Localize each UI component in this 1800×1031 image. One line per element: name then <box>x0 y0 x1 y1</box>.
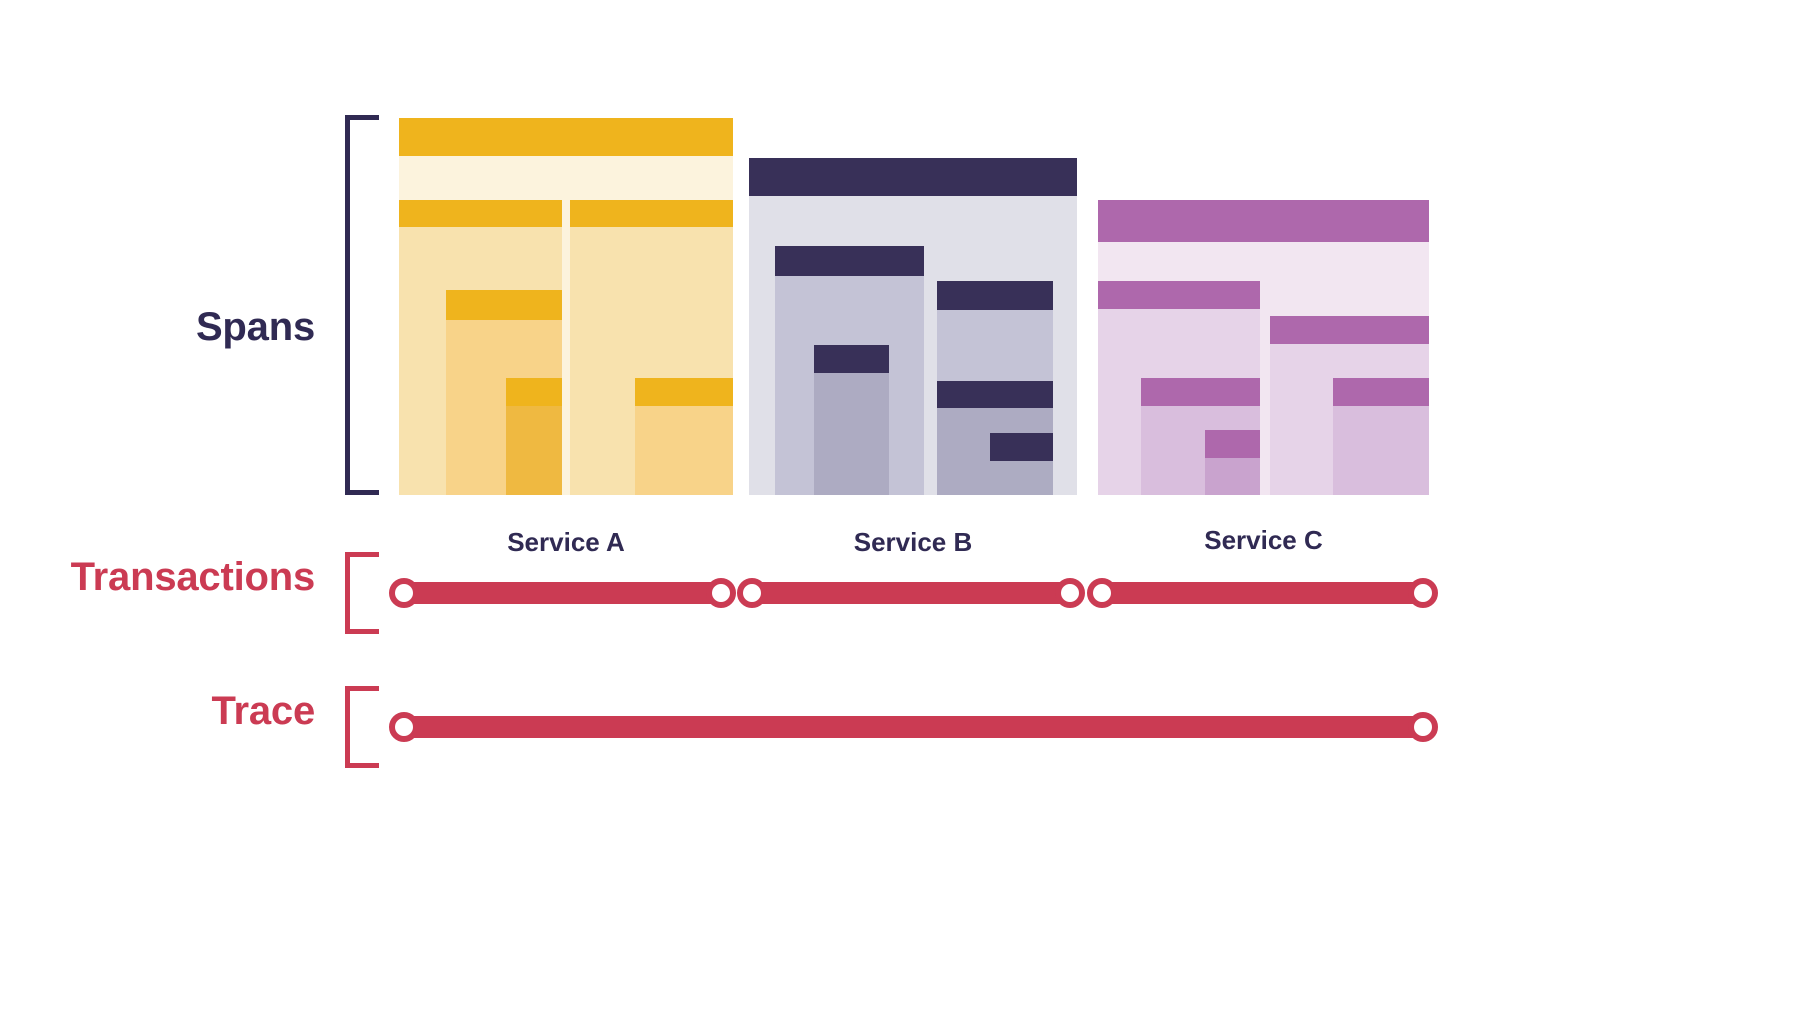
transaction-bar-c[interactable] <box>1096 582 1425 604</box>
bracket-top-arm <box>345 115 379 120</box>
transaction-bar-a[interactable] <box>398 582 723 604</box>
span-a-grandchild-1-head[interactable] <box>446 290 562 320</box>
bracket-bottom-arm <box>345 490 379 495</box>
span-b-root-head[interactable] <box>749 158 1077 196</box>
transaction-a-end-dot[interactable] <box>706 578 736 608</box>
span-b-child-1-head[interactable] <box>775 246 924 276</box>
span-c-grandchild-2-head[interactable] <box>1333 378 1429 406</box>
span-c-greatgrandchild-head[interactable] <box>1205 430 1260 458</box>
transaction-b-end-dot[interactable] <box>1055 578 1085 608</box>
trace-end-dot[interactable] <box>1408 712 1438 742</box>
span-c-root-head[interactable] <box>1098 200 1429 242</box>
trace-start-dot[interactable] <box>389 712 419 742</box>
span-b-grandchild-1-head[interactable] <box>814 345 889 373</box>
transaction-b-start-dot[interactable] <box>737 578 767 608</box>
span-b-grandchild-2-head[interactable] <box>937 381 1053 408</box>
trace-row-label: Trace <box>211 689 315 733</box>
span-a-greatgrandchild-head[interactable] <box>506 378 562 406</box>
bracket-top-arm <box>345 686 379 691</box>
bracket-bottom-arm <box>345 629 379 634</box>
transactions-bracket <box>345 552 379 634</box>
service-b-caption: Service B <box>853 527 973 557</box>
bracket-bottom-arm <box>345 763 379 768</box>
transaction-c-end-dot[interactable] <box>1408 578 1438 608</box>
span-c-child-1-head[interactable] <box>1098 281 1260 309</box>
bracket-stem <box>345 552 350 634</box>
transaction-c-start-dot[interactable] <box>1087 578 1117 608</box>
spans-bracket <box>345 115 379 495</box>
span-a-child-1-head[interactable] <box>399 200 562 227</box>
service-a-caption: Service A <box>507 527 625 557</box>
transaction-a-start-dot[interactable] <box>389 578 419 608</box>
span-b-greatgrandchild-head[interactable] <box>990 433 1053 461</box>
trace-bar[interactable] <box>398 716 1422 738</box>
trace-bracket <box>345 686 379 768</box>
span-b-child-2-head[interactable] <box>937 281 1053 310</box>
transaction-bar-b[interactable] <box>746 582 1072 604</box>
span-a-child-2-head[interactable] <box>570 200 733 227</box>
service-c-caption: Service C <box>1204 525 1323 555</box>
span-a-grandchild-2-head[interactable] <box>635 378 733 406</box>
span-c-grandchild-1-head[interactable] <box>1141 378 1260 406</box>
bracket-stem <box>345 686 350 768</box>
transactions-row-label: Transactions <box>70 555 316 599</box>
spans-row-label: Spans <box>195 305 315 349</box>
span-a-root-head[interactable] <box>399 118 733 156</box>
span-c-child-2-head[interactable] <box>1270 316 1429 344</box>
bracket-top-arm <box>345 552 379 557</box>
bracket-stem <box>345 115 350 495</box>
